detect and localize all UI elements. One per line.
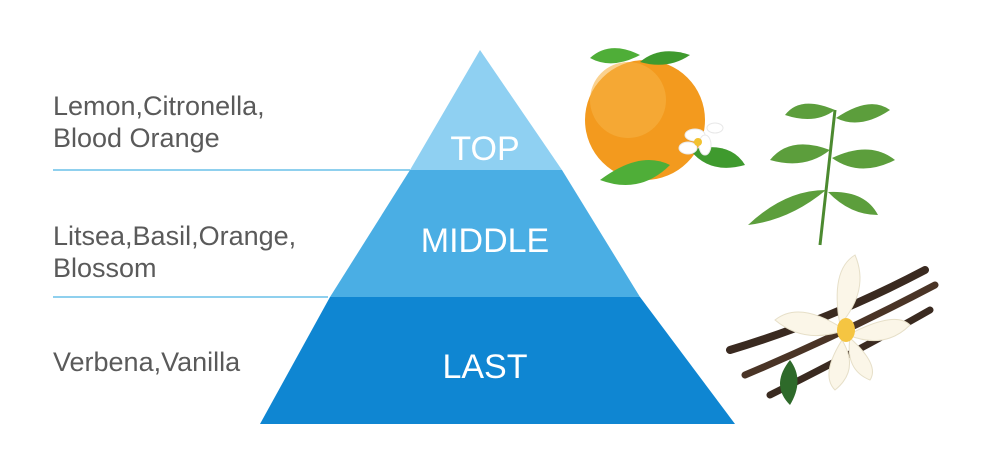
last-note-ingredients: Verbena,Vanilla	[53, 347, 241, 377]
orange-blossom-illustration	[585, 48, 745, 185]
verbena-leaves-illustration	[748, 103, 895, 246]
tier-label-middle: MIDDLE	[420, 222, 550, 260]
tier-label-top: TOP	[450, 130, 520, 168]
divider-top-middle	[53, 169, 410, 171]
pyramid-tier-top	[410, 50, 562, 170]
middle-note-ingredients: Litsea,Basil,Orange, Blossom	[53, 221, 297, 283]
top-note-ingredients: Lemon,Citronella, Blood Orange	[53, 91, 265, 153]
tier-label-last: LAST	[442, 348, 528, 386]
vanilla-flower-illustration	[726, 254, 939, 405]
divider-middle-last	[53, 296, 328, 298]
pyramid-tier-middle	[330, 170, 640, 297]
pyramid-tier-last	[260, 297, 735, 424]
